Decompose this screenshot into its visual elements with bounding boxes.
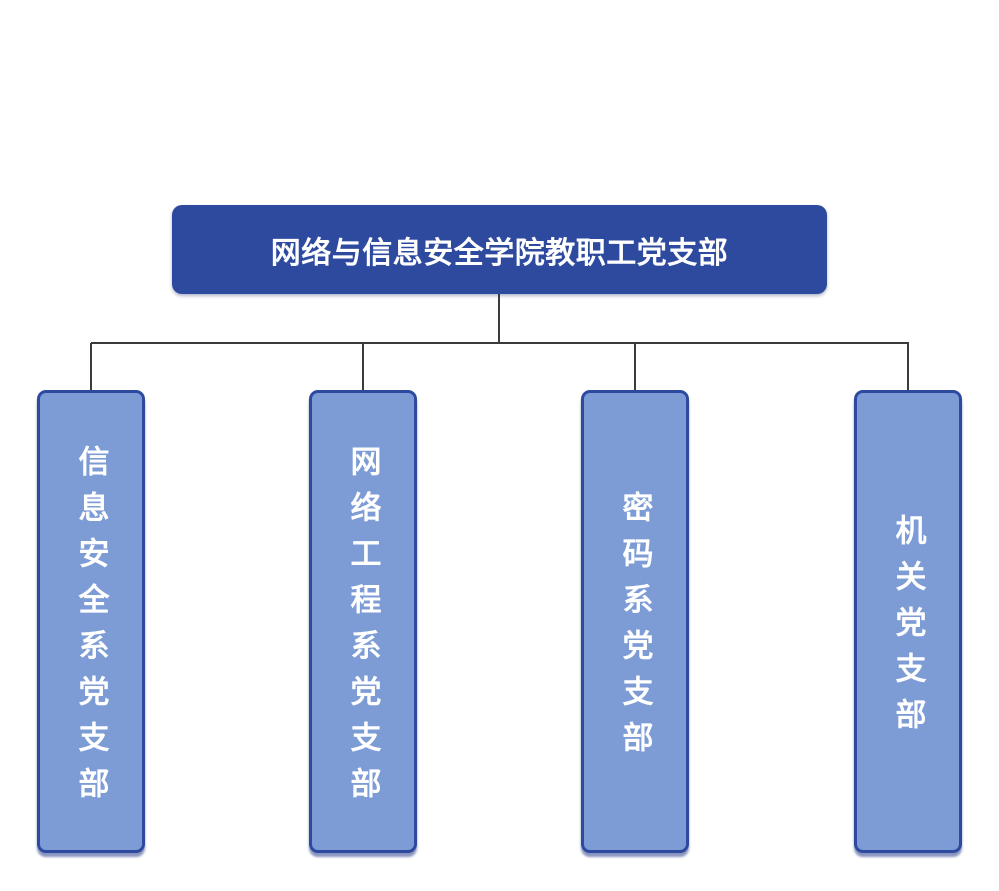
org-node-branch-label: 信息安全系党支部 xyxy=(73,445,109,813)
connector-drop-4 xyxy=(907,343,909,390)
connector-drop-1 xyxy=(90,343,92,390)
connector-root-stem xyxy=(498,294,500,343)
org-node-branch-info-security: 信息安全系党支部 xyxy=(37,390,145,853)
connector-drop-2 xyxy=(362,343,364,390)
org-node-branch-label: 网络工程系党支部 xyxy=(345,445,381,813)
org-node-branch-cryptography: 密码系党支部 xyxy=(581,390,689,853)
connector-rail xyxy=(91,342,909,344)
org-node-root: 网络与信息安全学院教职工党支部 xyxy=(172,205,827,294)
org-node-root-label: 网络与信息安全学院教职工党支部 xyxy=(270,236,729,270)
org-node-branch-label: 机关党支部 xyxy=(890,514,926,744)
org-node-branch-office: 机关党支部 xyxy=(854,390,962,853)
connector-drop-3 xyxy=(634,343,636,390)
org-node-branch-network-engineering: 网络工程系党支部 xyxy=(309,390,417,853)
org-node-branch-label: 密码系党支部 xyxy=(617,491,653,767)
